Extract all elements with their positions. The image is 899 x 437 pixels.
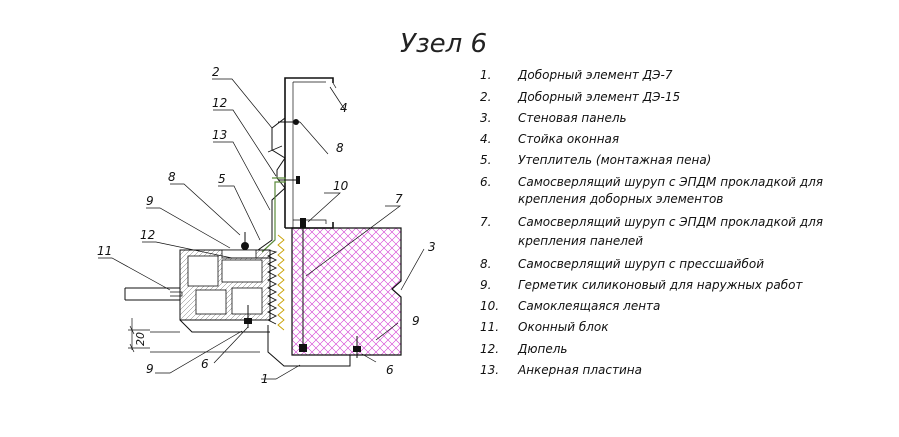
legend: 1. Доборный элемент ДЭ-7 2. Доборный эле… [480, 68, 823, 377]
legend-text-continued: крепления доборных элементов [518, 192, 723, 206]
legend-text-continued: крепления панелей [518, 234, 643, 248]
legend-text: Оконный блок [518, 320, 609, 334]
callout-10: 10 [333, 179, 349, 193]
legend-text: Самосверлящий шуруп с ЭПДМ прокладкой дл… [518, 215, 823, 229]
legend-num: 4. [480, 132, 491, 146]
callout-3: 3 [428, 240, 436, 254]
callout-9-left: 9 [146, 194, 154, 208]
callout-11: 11 [97, 244, 112, 258]
legend-text: Самосверлящий шуруп с ЭПДМ прокладкой дл… [518, 175, 823, 189]
legend-num: 6. [480, 175, 491, 189]
legend-text: Утеплитель (монтажная пена) [518, 153, 711, 167]
legend-text: Стеновая панель [518, 111, 627, 125]
legend-num: 1. [480, 68, 491, 82]
self-drilling-screws [228, 119, 361, 358]
window-post-profile [284, 77, 337, 229]
legend-num: 9. [480, 278, 491, 292]
legend-text: Стойка оконная [518, 132, 619, 146]
callout-8-right: 8 [336, 141, 344, 155]
callout-5: 5 [218, 172, 226, 186]
legend-num: 13. [480, 363, 499, 377]
legend-text: Анкерная пластина [517, 363, 642, 377]
legend-text: Самосверлящий шуруп с прессшайбой [518, 257, 764, 271]
callout-12-lower: 12 [140, 228, 155, 242]
drawing-title: Узел 6 [400, 29, 487, 59]
callout-labels: 2 12 13 8 5 9 12 11 4 8 10 7 3 9 6 9 6 1 [97, 65, 436, 386]
callout-6-left: 6 [201, 357, 209, 371]
legend-num: 7. [480, 215, 491, 229]
legend-text: Доборный элемент ДЭ-7 [517, 68, 673, 82]
callout-2: 2 [212, 65, 220, 79]
callout-4: 4 [340, 101, 348, 115]
callout-6-right: 6 [386, 363, 394, 377]
legend-text: Дюпель [517, 342, 567, 356]
legend-num: 2. [480, 90, 491, 104]
anchor-plate [261, 177, 286, 253]
wall-panel [291, 227, 402, 356]
window-block [124, 249, 271, 353]
legend-text: Доборный элемент ДЭ-15 [517, 90, 680, 104]
extension-element-de7 [267, 325, 351, 367]
callout-9-bottom: 9 [146, 362, 154, 376]
legend-num: 12. [480, 342, 499, 356]
callout-7: 7 [395, 192, 403, 206]
callout-13: 13 [212, 128, 227, 142]
callout-8-left: 8 [168, 170, 176, 184]
legend-num: 10. [480, 299, 499, 313]
legend-text: Герметик силиконовый для наружных работ [518, 278, 803, 292]
dimension-20: 20 [128, 318, 150, 353]
extension-element-de15 [257, 117, 286, 251]
callout-1: 1 [261, 372, 269, 386]
dimension-label: 20 [134, 332, 147, 346]
legend-text: Самоклеящаяся лента [518, 299, 660, 313]
legend-num: 5. [480, 153, 491, 167]
callout-12-top: 12 [212, 96, 227, 110]
leader-lines [98, 78, 425, 380]
legend-num: 3. [480, 111, 491, 125]
legend-num: 11. [480, 320, 499, 334]
callout-9-right: 9 [412, 314, 420, 328]
legend-num: 8. [480, 257, 491, 271]
